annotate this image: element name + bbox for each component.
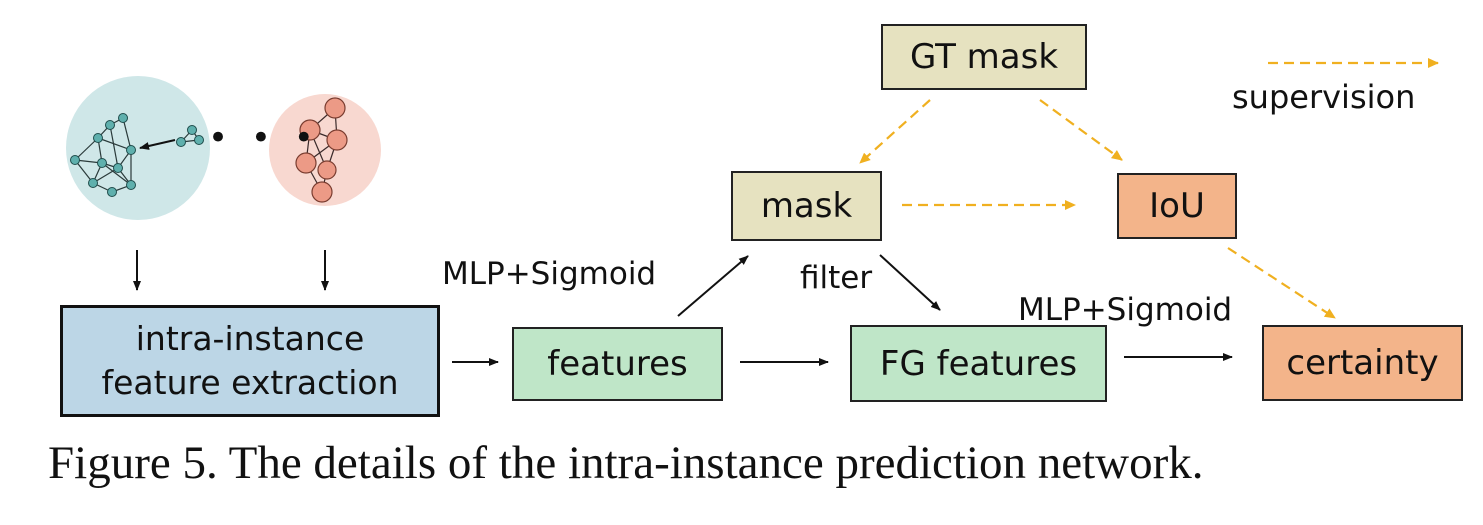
fg-features-node: FG features (850, 325, 1107, 402)
supervision-gt-to-iou (1039, 99, 1123, 161)
arrow-mask-filter-to-fg (879, 254, 941, 311)
gt-mask-node: GT mask (881, 24, 1087, 90)
teal-graph-icon (66, 76, 210, 220)
legend-supervision-label: supervision (1232, 78, 1416, 116)
certainty-node: certainty (1262, 325, 1463, 401)
certainty-label: certainty (1286, 343, 1439, 383)
fg-features-label: FG features (879, 343, 1078, 384)
features-node: features (512, 327, 723, 401)
supervision-gt-to-mask (859, 99, 931, 164)
mask-node: mask (731, 171, 882, 241)
ellipsis: • • • (208, 118, 320, 158)
extraction-label-line2: feature extraction (101, 363, 399, 402)
salmon-graph-icon (269, 94, 381, 206)
iou-node: IoU (1117, 173, 1237, 239)
mask-label: mask (760, 186, 853, 226)
features-label: features (547, 344, 688, 384)
arrow-features-to-mask (677, 255, 749, 317)
figure-caption: Figure 5. The details of the intra-insta… (48, 437, 1204, 489)
extraction-node: intra-instance feature extraction (60, 305, 440, 417)
edge-label-filter: filter (800, 260, 873, 296)
edge-label-mlp-sigmoid-2: MLP+Sigmoid (1018, 292, 1233, 328)
edge-label-mlp-sigmoid-1: MLP+Sigmoid (442, 256, 657, 292)
extraction-label-line1: intra-instance (135, 319, 365, 358)
iou-label: IoU (1149, 186, 1205, 226)
gt-mask-label: GT mask (909, 37, 1059, 77)
supervision-iou-to-certainty (1227, 247, 1336, 319)
